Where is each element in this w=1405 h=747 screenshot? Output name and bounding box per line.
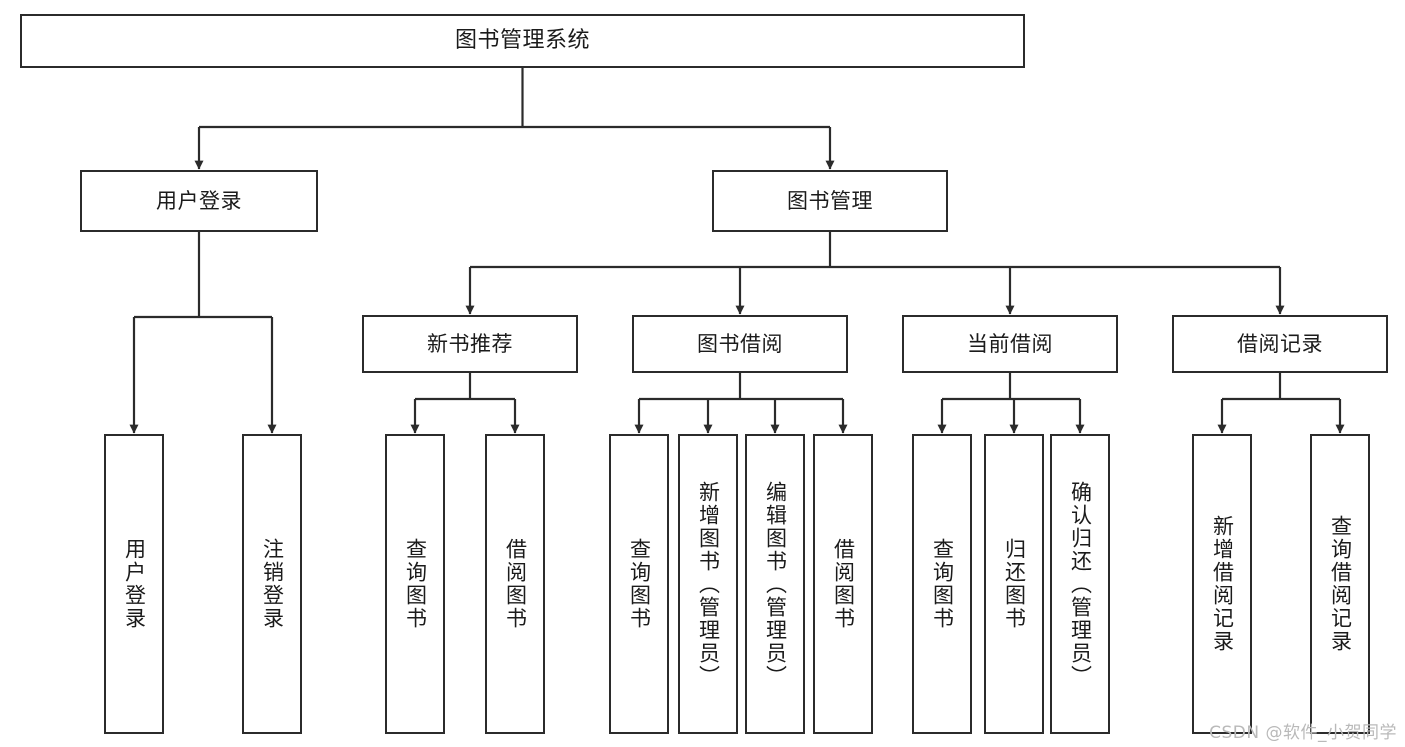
node-borrow[interactable]: 图书借阅 [632,315,848,373]
node-root[interactable]: 图书管理系统 [20,14,1025,68]
node-records[interactable]: 借阅记录 [1172,315,1388,373]
node-leaf-query-1[interactable]: 查询图书 [385,434,445,734]
node-label: 注销登录 [260,538,285,630]
node-label: 新增借阅记录 [1210,515,1235,653]
node-label: 确认归还（管理员） [1068,480,1093,688]
node-leaf-borrow-2[interactable]: 借阅图书 [813,434,873,734]
node-label: 用户登录 [122,538,147,630]
node-current[interactable]: 当前借阅 [902,315,1118,373]
node-leaf-query-2[interactable]: 查询图书 [609,434,669,734]
node-label: 借阅图书 [831,538,856,630]
node-newbooks[interactable]: 新书推荐 [362,315,578,373]
node-label: 新增图书（管理员） [696,480,721,688]
node-leaf-login[interactable]: 用户登录 [104,434,164,734]
csdn-watermark: CSDN @软件_小贺同学 [1209,723,1397,743]
node-leaf-addbook[interactable]: 新增图书（管理员） [678,434,738,734]
node-label: 查询图书 [403,538,428,630]
node-bookmgmt[interactable]: 图书管理 [712,170,948,232]
node-label: 编辑图书（管理员） [763,480,788,688]
node-label: 当前借阅 [967,331,1053,356]
node-label: 图书管理系统 [454,28,590,54]
node-label: 查询图书 [627,538,652,630]
node-label: 借阅记录 [1237,331,1323,356]
node-label: 图书借阅 [697,331,783,356]
node-leaf-editbook[interactable]: 编辑图书（管理员） [745,434,805,734]
node-label: 归还图书 [1002,538,1027,630]
node-label: 用户登录 [156,188,242,213]
node-login[interactable]: 用户登录 [80,170,318,232]
node-leaf-borrow-1[interactable]: 借阅图书 [485,434,545,734]
node-label: 新书推荐 [427,331,513,356]
node-leaf-queryrecord[interactable]: 查询借阅记录 [1310,434,1370,734]
node-leaf-logout[interactable]: 注销登录 [242,434,302,734]
node-leaf-confirm[interactable]: 确认归还（管理员） [1050,434,1110,734]
node-label: 查询借阅记录 [1328,515,1353,653]
node-leaf-query-3[interactable]: 查询图书 [912,434,972,734]
node-label: 图书管理 [787,188,873,213]
node-leaf-return[interactable]: 归还图书 [984,434,1044,734]
node-leaf-addrecord[interactable]: 新增借阅记录 [1192,434,1252,734]
node-label: 借阅图书 [503,538,528,630]
node-label: 查询图书 [930,538,955,630]
